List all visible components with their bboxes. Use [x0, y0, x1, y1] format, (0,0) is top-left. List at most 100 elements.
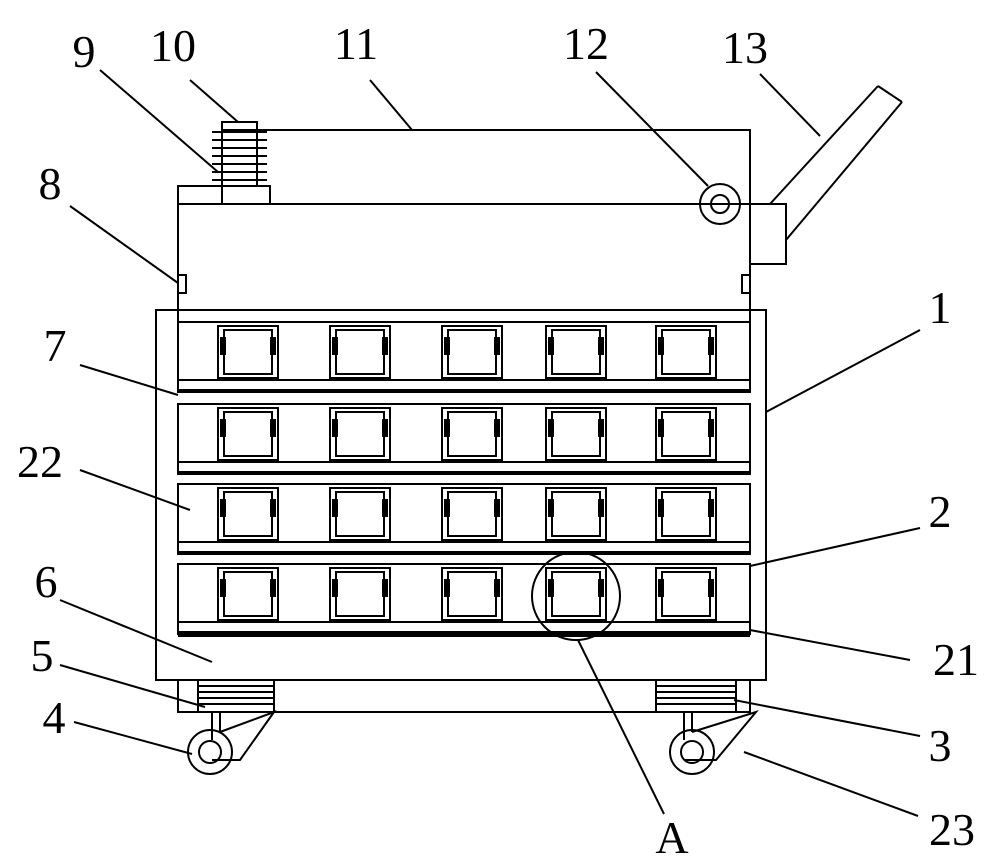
spring-3	[655, 679, 737, 713]
bin-inner	[447, 329, 497, 375]
leader-A	[577, 639, 665, 815]
leader-22	[79, 469, 191, 511]
bin-clip	[548, 419, 554, 437]
bin-inner	[661, 571, 711, 617]
bin-clip	[270, 499, 276, 517]
bin-clip	[658, 579, 664, 597]
bin-cell	[217, 407, 279, 461]
bin-clip	[708, 499, 714, 517]
label-13: 13	[722, 22, 768, 73]
bin-inner	[223, 491, 273, 537]
bin-inner	[223, 571, 273, 617]
bin-inner	[335, 491, 385, 537]
bin-inner	[447, 491, 497, 537]
hinge-12	[699, 183, 741, 225]
bin-clip	[708, 337, 714, 355]
label-2: 2	[928, 486, 952, 537]
label-12: 12	[563, 18, 609, 69]
leader-lines	[59, 69, 921, 817]
leader-9	[99, 69, 219, 173]
bin-clip	[548, 579, 554, 597]
bin-inner	[661, 411, 711, 457]
label-A: A	[655, 812, 689, 863]
bin-cell	[329, 487, 391, 541]
bin-inner	[447, 411, 497, 457]
bin-cell	[217, 567, 279, 621]
bin-inner	[223, 411, 273, 457]
label-10: 10	[150, 20, 196, 71]
label-21: 21	[933, 634, 979, 685]
bin-cell	[441, 407, 503, 461]
caster-right	[655, 679, 759, 775]
bin-clip	[598, 337, 604, 355]
handle-13	[749, 85, 903, 265]
bin-clip	[598, 419, 604, 437]
bin-clip	[270, 337, 276, 355]
bin-clip	[332, 499, 338, 517]
bin-cell	[329, 325, 391, 379]
bin-clip	[598, 579, 604, 597]
bin-inner	[335, 571, 385, 617]
bin-cell	[655, 407, 717, 461]
leader-21	[749, 629, 911, 661]
leader-11	[369, 79, 413, 131]
label-3: 3	[928, 720, 952, 771]
bin-cell	[655, 567, 717, 621]
bin-inner	[551, 411, 601, 457]
bin-cell	[441, 567, 503, 621]
leader-5	[59, 664, 206, 708]
bin-clip	[444, 337, 450, 355]
bin-clip	[494, 499, 500, 517]
shelf-row	[177, 483, 751, 555]
leader-4	[73, 721, 193, 755]
bin-inner	[551, 329, 601, 375]
leader-12	[595, 71, 709, 187]
bin-clip	[382, 579, 388, 597]
bin-clip	[708, 419, 714, 437]
spring-5	[197, 679, 275, 713]
bin-inner	[551, 571, 601, 617]
upper-housing	[177, 203, 751, 323]
shelf-row	[177, 321, 751, 393]
bin-clip	[658, 337, 664, 355]
wheel-23	[669, 729, 715, 775]
label-6: 6	[34, 556, 58, 607]
latch-8-right	[741, 274, 751, 294]
leader-7	[79, 364, 179, 396]
bin-clip	[494, 579, 500, 597]
bin-cell	[545, 487, 607, 541]
bin-inner	[335, 329, 385, 375]
bin-clip	[332, 337, 338, 355]
latch-8-left	[177, 274, 187, 294]
bin-cell	[545, 407, 607, 461]
leader-6	[59, 599, 213, 663]
bin-inner	[447, 571, 497, 617]
label-7: 7	[43, 320, 67, 371]
bin-clip	[444, 499, 450, 517]
label-11: 11	[333, 18, 379, 69]
bin-clip	[494, 419, 500, 437]
wheel-4	[187, 729, 233, 775]
bin-clip	[270, 579, 276, 597]
bin-clip	[444, 579, 450, 597]
bin-cell	[441, 487, 503, 541]
bin-clip	[332, 579, 338, 597]
bin-cell	[217, 325, 279, 379]
lid-step	[177, 185, 271, 205]
handle-mount	[749, 203, 787, 265]
shelf-rack	[177, 321, 751, 637]
bin-clip	[598, 499, 604, 517]
label-8: 8	[38, 158, 62, 209]
bin-cell	[655, 325, 717, 379]
leader-10	[189, 79, 239, 123]
bin-clip	[658, 499, 664, 517]
bin-clip	[382, 419, 388, 437]
bin-clip	[382, 337, 388, 355]
bin-inner	[661, 491, 711, 537]
bin-cell	[217, 487, 279, 541]
bin-clip	[220, 419, 226, 437]
lid-body	[221, 129, 751, 205]
bin-cell	[655, 487, 717, 541]
bin-clip	[220, 499, 226, 517]
bin-cell	[329, 407, 391, 461]
